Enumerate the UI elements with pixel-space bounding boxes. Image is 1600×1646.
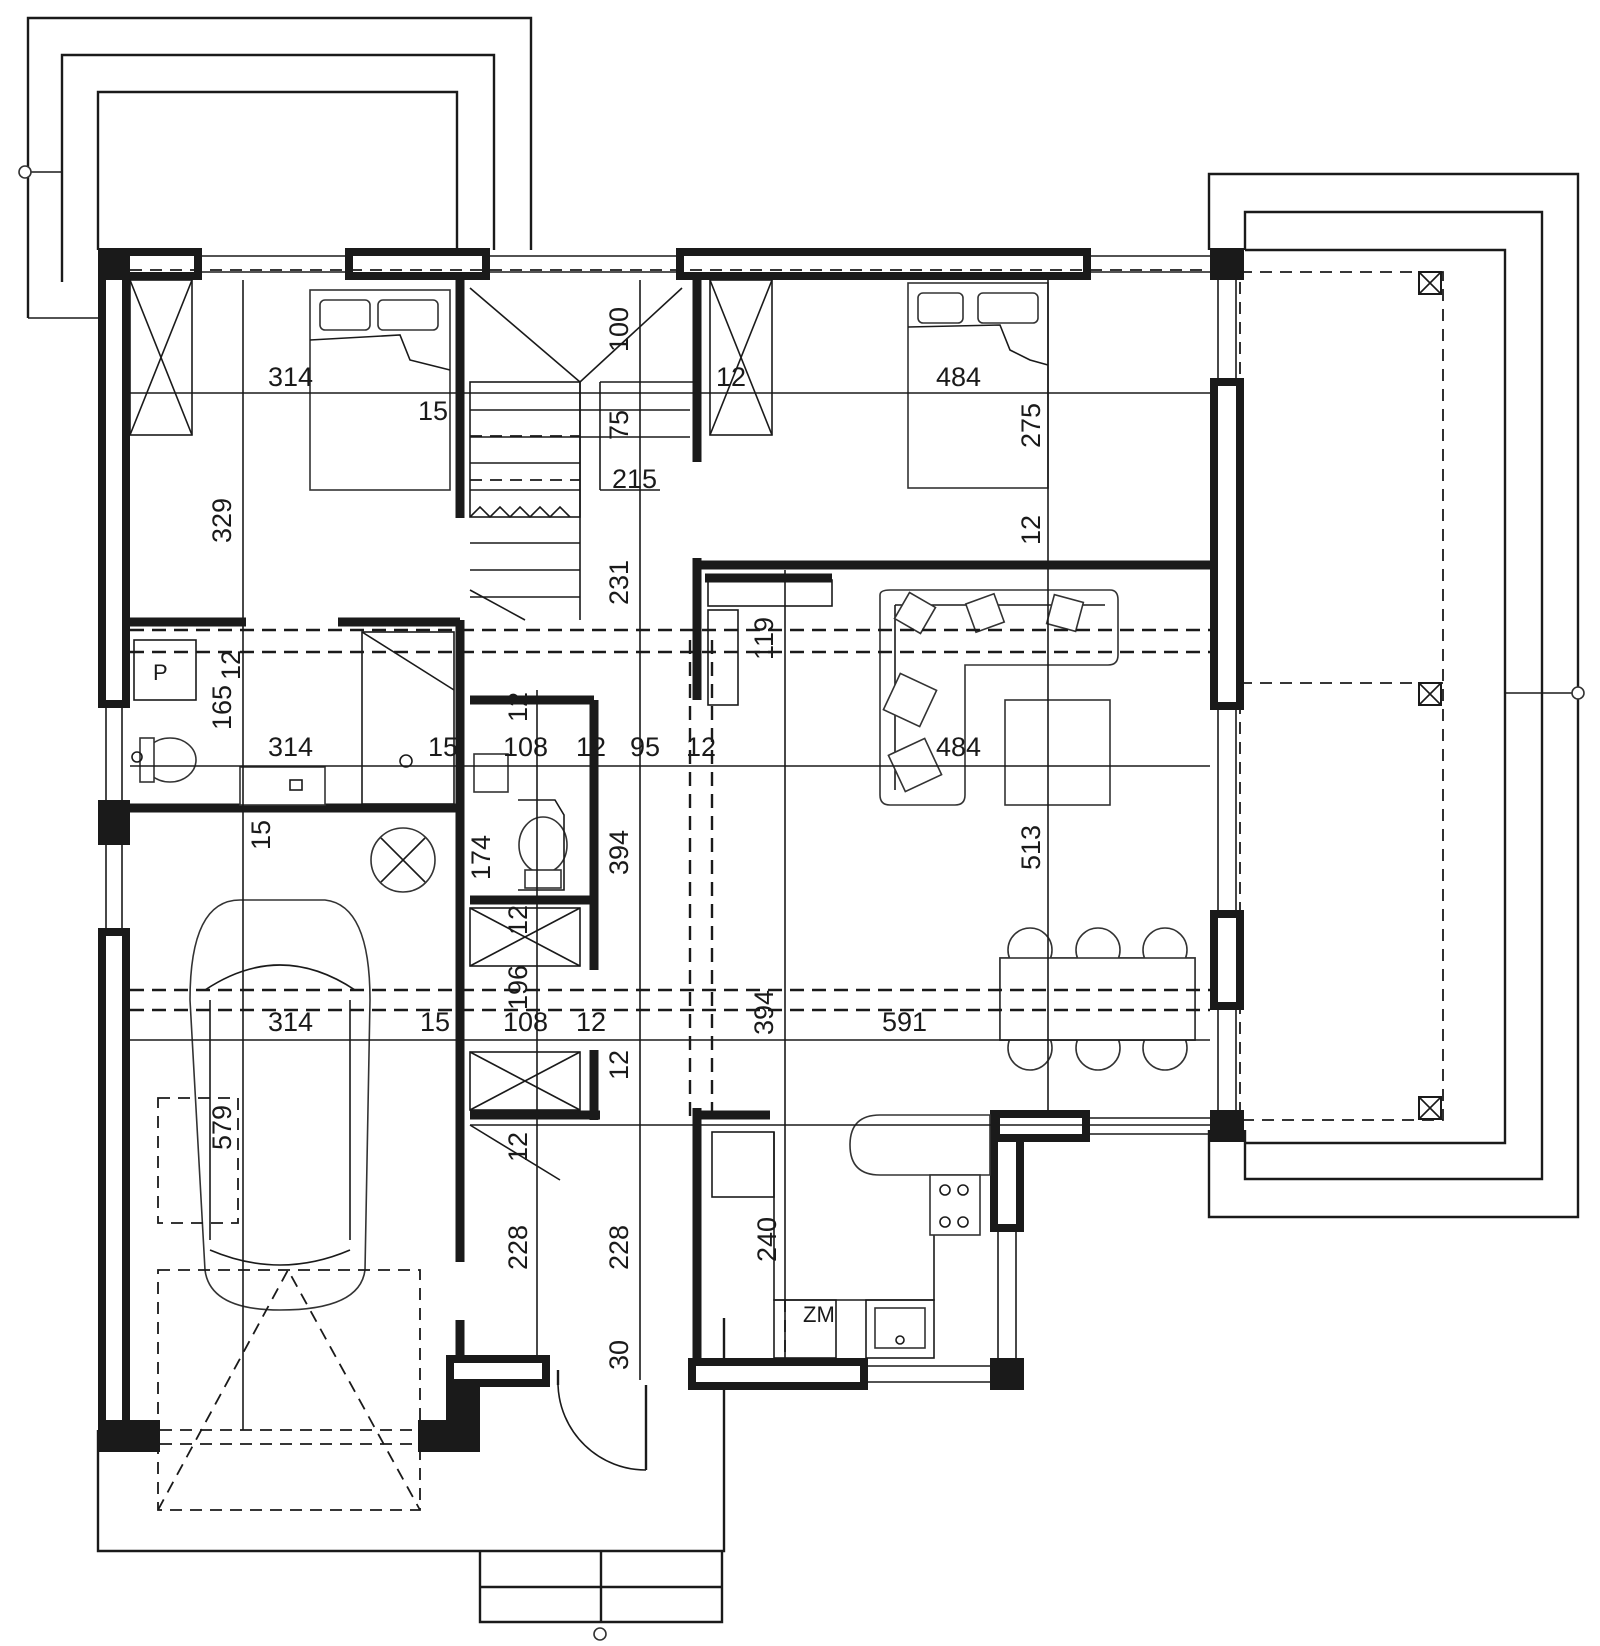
label-bedroom-right-depth: 275 [1016,403,1046,448]
label-wall-12-b: 12 [1016,515,1046,545]
label-garage-579: 579 [207,1105,237,1150]
label-bath-width: 314 [268,732,313,762]
interior-walls [130,280,1210,1360]
label-entry-228-b: 228 [604,1225,634,1270]
storage-crosses [469,907,581,1181]
label-wall-15-c: 15 [246,820,276,850]
label-bedroom-left-width: 314 [268,362,313,392]
bed-right [907,282,1049,489]
label-bedroom-left-depth: 329 [207,498,237,543]
label-wc-12-top: 12 [503,692,533,722]
label-living-591: 591 [882,1007,927,1037]
wc-fixtures [473,753,568,891]
label-wc-174: 174 [466,835,496,880]
label-hall-95: 95 [630,732,660,762]
wardrobe-left [129,279,193,436]
label-living-513: 513 [1016,825,1046,870]
garage-door-swing [157,1097,421,1511]
label-stair-100: 100 [604,307,634,352]
label-stair-75: 75 [604,410,634,440]
bed-left [309,289,451,491]
label-store-12-b: 12 [576,1007,606,1037]
dining-table [999,927,1196,1071]
dimension-lines [130,269,1210,1430]
staircase [469,287,697,621]
label-bedroom-right-width: 484 [936,362,981,392]
sofa [879,589,1119,806]
label-store-12-c: 12 [604,1050,634,1080]
front-porch [96,1318,726,1641]
label-wall-12-a: 12 [716,362,746,392]
label-wall-15-a: 15 [418,396,448,426]
label-entry-30: 30 [604,1340,634,1370]
coffee-table [1004,699,1111,806]
label-wc-108: 108 [503,732,548,762]
label-store-12: 12 [503,905,533,935]
car [189,899,371,1311]
label-wc-394: 394 [604,830,634,875]
label-boiler-p: P [153,660,168,685]
label-store-108: 108 [503,1007,548,1037]
terrace-right-outline [1207,172,1585,1219]
vent-circle [370,827,436,893]
label-hall-394: 394 [749,990,779,1035]
label-wc-12: 12 [576,732,606,762]
label-kitchen-zm: ZM [803,1302,835,1327]
label-bath-12: 12 [216,650,246,680]
exterior-walls [98,248,1244,1471]
label-hall-12: 12 [686,732,716,762]
label-entry-228-a: 228 [503,1225,533,1270]
label-stair-231: 231 [604,560,634,605]
label-wall-15-b: 15 [428,732,458,762]
dimension-labels: 314 329 15 100 12 75 215 231 484 275 12 … [153,307,1046,1370]
label-entry-12: 12 [503,1132,533,1162]
label-kitchen-240: 240 [752,1217,782,1262]
label-closet-119: 119 [749,617,779,660]
bathroom-fixtures [131,631,455,806]
label-garage-width: 314 [268,1007,313,1037]
label-bath-165: 165 [207,685,237,730]
label-stair-215: 215 [612,464,657,494]
label-store-196: 196 [503,965,533,1010]
label-living-width: 484 [936,732,981,762]
wardrobe-right [709,279,773,436]
terrace-left-outline [18,16,533,319]
label-wall-15-d: 15 [420,1007,450,1037]
entrance-door [556,1370,648,1471]
